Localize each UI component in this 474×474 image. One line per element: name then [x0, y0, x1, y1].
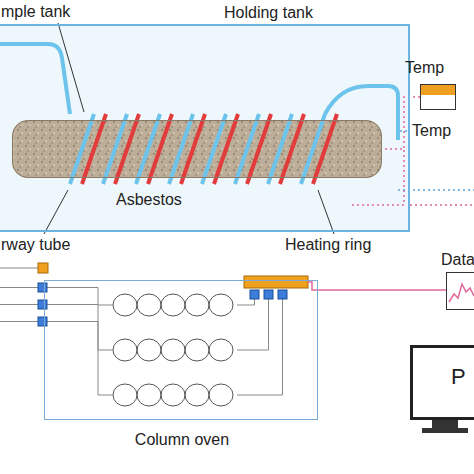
- gas-line: [237, 299, 255, 305]
- monitor-base: [422, 428, 468, 433]
- gas-line: [0, 268, 38, 269]
- heating-ring: [181, 114, 205, 184]
- column-coil: [161, 384, 185, 406]
- leader-line: [318, 190, 334, 234]
- part-label: rway tube: [1, 236, 70, 254]
- column-coil: [209, 384, 233, 406]
- airway-coil: [268, 114, 292, 184]
- column-coil: [137, 339, 161, 361]
- leader-lines: [44, 23, 334, 234]
- signal-line: [308, 282, 318, 290]
- port: [38, 300, 47, 309]
- gas-line: [47, 322, 113, 396]
- node-label: P: [451, 364, 466, 389]
- column-coil: [185, 294, 209, 316]
- airway-coil: [103, 114, 127, 184]
- heating-ring: [82, 114, 106, 184]
- gas-line: [237, 299, 269, 350]
- column-coil: [161, 294, 185, 316]
- port: [278, 290, 287, 299]
- column-oven: Column oven: [44, 280, 318, 420]
- leader-line: [44, 190, 68, 234]
- node-label: Asbestos: [116, 191, 182, 209]
- airway-coil: [235, 114, 259, 184]
- heating-ring: [280, 114, 304, 184]
- airway-coil: [202, 114, 226, 184]
- column-coil: [209, 294, 233, 316]
- column-coil: [113, 294, 137, 316]
- node-label: Temp: [405, 59, 444, 77]
- temperature-controller: Temp: [420, 84, 456, 110]
- port: [38, 317, 47, 326]
- column-coil: [185, 339, 209, 361]
- gas-line: [0, 287, 38, 288]
- connector-box: [244, 276, 308, 288]
- port: [250, 290, 259, 299]
- computer-monitor: P: [410, 345, 474, 420]
- part-label: Temp: [412, 122, 451, 140]
- heating-ring: [148, 114, 172, 184]
- sample-tank: Asbestos: [12, 120, 382, 178]
- tank-fill: [0, 24, 410, 232]
- signal-line: [410, 204, 474, 206]
- connector-box: [38, 263, 48, 273]
- airway-tube: [0, 44, 70, 114]
- data-acquisition: Data: [446, 272, 474, 310]
- column-coil: [161, 339, 185, 361]
- signal-connector: [318, 289, 446, 291]
- gas-line: [47, 288, 113, 306]
- coil: [70, 114, 337, 184]
- monitor-stand: [432, 420, 458, 428]
- gas-line: [0, 304, 38, 305]
- column-coil: [113, 384, 137, 406]
- gas-line: [0, 321, 38, 322]
- data-trace: [449, 284, 474, 302]
- signal-lines: [350, 131, 474, 205]
- column-coil: [113, 339, 137, 361]
- node-label: Column oven: [135, 431, 229, 449]
- heating-ring: [247, 114, 271, 184]
- column-coil: [209, 339, 233, 361]
- part-label: mple tank: [1, 3, 70, 21]
- port: [38, 283, 47, 292]
- column-coil: [137, 294, 161, 316]
- port: [264, 290, 273, 299]
- airway-coil: [136, 114, 160, 184]
- node-label: Data: [441, 251, 474, 269]
- part-label: Heating ring: [285, 236, 371, 254]
- airway-tube: [325, 86, 398, 140]
- gas-line: [47, 305, 113, 351]
- gas-line: [237, 299, 283, 395]
- holding-tank: AsbestosHolding tank: [0, 24, 410, 232]
- heating-ring: [313, 114, 337, 184]
- leader-line: [58, 23, 84, 112]
- airway-coil: [301, 114, 325, 184]
- column-coil: [185, 384, 209, 406]
- column-coil: [137, 384, 161, 406]
- heating-ring: [214, 114, 238, 184]
- heating-ring: [115, 114, 139, 184]
- airway-coil: [70, 114, 94, 184]
- node-label: Holding tank: [224, 4, 313, 22]
- airway-coil: [169, 114, 193, 184]
